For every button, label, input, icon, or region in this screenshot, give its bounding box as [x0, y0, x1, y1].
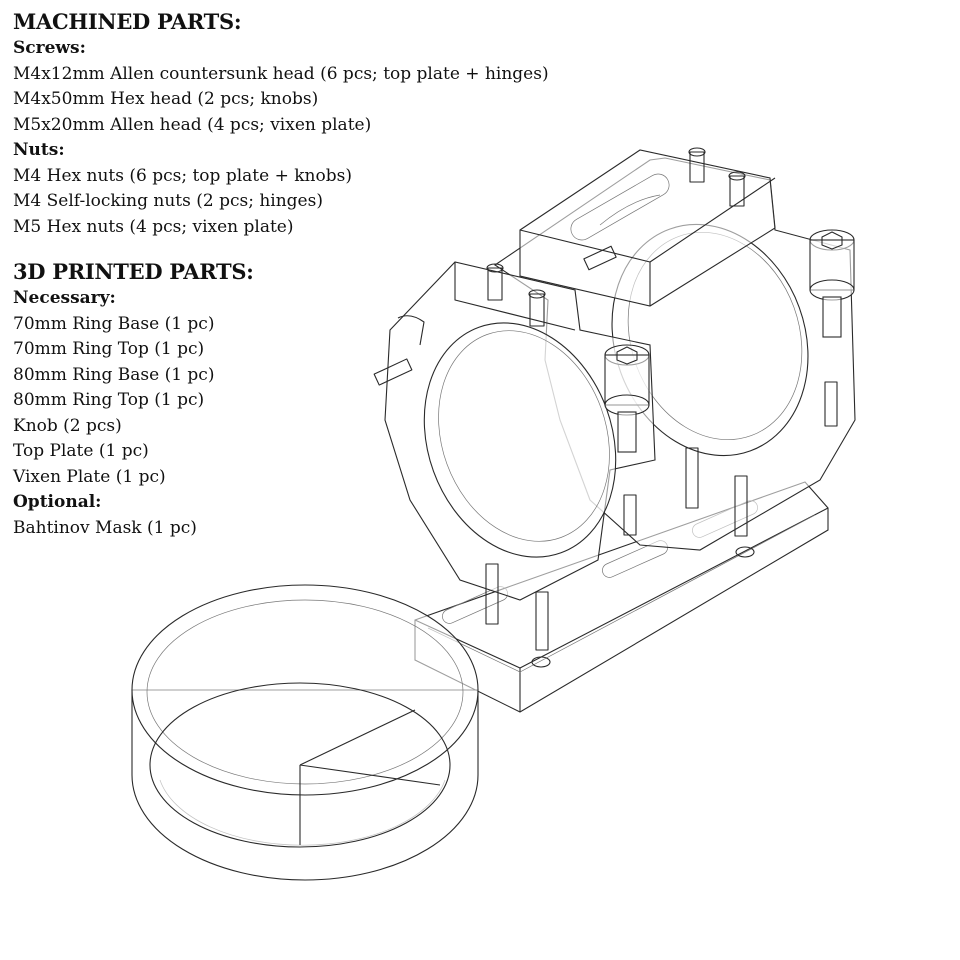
list-item: Top Plate (1 pc) [13, 441, 149, 461]
list-item: Knob (2 pcs) [13, 415, 122, 436]
necessary-list: 70mm Ring Base (1 pc) 70mm Ring Top (1 p… [13, 312, 613, 491]
screws-list: M4x12mm Allen countersunk head (6 pcs; t… [13, 62, 613, 139]
list-item: 80mm Ring Top (1 pc) [13, 390, 205, 410]
list-item: M4 Hex nuts (6 pcs; top plate + knobs) [13, 165, 352, 186]
list-item: M5x20mm Allen head (4 pcs; vixen plate) [13, 114, 372, 135]
necessary-heading: Necessary: [13, 288, 116, 308]
screws [373, 147, 838, 651]
nuts-group: Nuts: M4 Hex nuts (6 pcs; top plate + kn… [13, 138, 613, 240]
parts-list: MACHINED PARTS: Screws: M4x12mm Allen co… [13, 8, 613, 541]
list-item: Vixen Plate (1 pc) [13, 466, 166, 487]
list-item: M4x12mm Allen countersunk head (6 pcs; t… [13, 63, 549, 84]
printed-parts-title: 3D PRINTED PARTS: [13, 259, 254, 284]
list-item: 70mm Ring Base (1 pc) [13, 313, 215, 334]
list-item: 70mm Ring Top (1 pc) [13, 339, 205, 359]
machined-parts-title: MACHINED PARTS: [13, 9, 242, 34]
optional-group: Optional: Bahtinov Mask (1 pc) [13, 490, 613, 541]
knob-rear [809, 229, 855, 338]
list-item: M4x50mm Hex head (2 pcs; knobs) [13, 89, 319, 109]
screws-heading: Screws: [13, 38, 86, 58]
list-item: 80mm Ring Base (1 pc) [13, 364, 215, 385]
ring-70mm [384, 261, 656, 601]
list-item: M5 Hex nuts (4 pcs; vixen plate) [13, 216, 294, 237]
list-item: M4 Self-locking nuts (2 pcs; hinges) [13, 191, 323, 211]
bahtinov-mask [131, 584, 479, 881]
nuts-heading: Nuts: [13, 140, 65, 160]
screws-group: Screws: M4x12mm Allen countersunk head (… [13, 36, 613, 138]
list-item: Bahtinov Mask (1 pc) [13, 517, 197, 538]
knob-front [604, 344, 650, 453]
necessary-group: Necessary: 70mm Ring Base (1 pc) 70mm Ri… [13, 286, 613, 490]
nuts-list: M4 Hex nuts (6 pcs; top plate + knobs) M… [13, 164, 613, 241]
optional-heading: Optional: [13, 492, 102, 512]
optional-list: Bahtinov Mask (1 pc) [13, 516, 613, 542]
